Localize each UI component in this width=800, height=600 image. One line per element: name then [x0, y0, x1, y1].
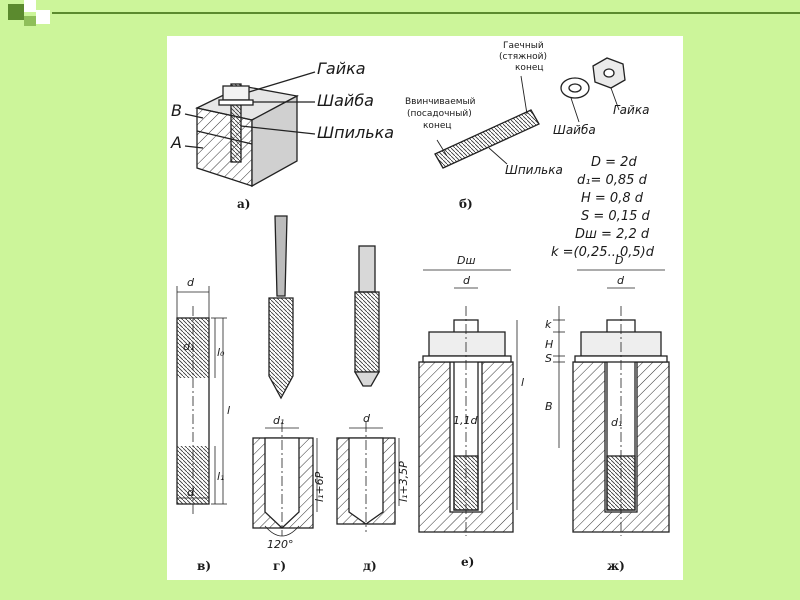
e-washer	[422, 355, 512, 363]
figure-g-drill	[252, 215, 318, 537]
caption-a: а)	[237, 197, 250, 211]
leader-screw-end	[436, 139, 448, 157]
caption-d: д)	[363, 559, 377, 573]
label-a-letter: А	[170, 133, 182, 152]
label-washer-b: Шайба	[553, 123, 596, 137]
nut-b-hole	[603, 68, 615, 78]
figure-zh-joint	[553, 269, 670, 536]
stud-joint-diagram: Гайка Шайба Шпилька В А а) Гаечный (стяж…	[170, 41, 670, 573]
caption-zh: ж)	[607, 559, 625, 573]
drill-flutes	[268, 297, 294, 400]
dim-v-d1: d₁	[183, 340, 194, 353]
label-nut-end-3: конец	[515, 63, 544, 73]
leader-washer-b	[570, 97, 580, 123]
leader-nut-b	[610, 87, 620, 111]
dim-zh-B: B	[545, 400, 553, 413]
dim-v-l: l	[227, 404, 230, 417]
label-screw-end-1: Ввинчиваемый	[405, 97, 476, 107]
plate-front	[196, 107, 253, 187]
dim-g-d1: d₁	[273, 414, 284, 427]
formula-5: Dш = 2,2 d	[575, 227, 650, 242]
deco-line	[52, 12, 800, 14]
deco-square-1	[8, 4, 24, 20]
washer-b-hole	[568, 83, 582, 93]
tap-thread	[354, 291, 380, 373]
leader-stud-b	[488, 147, 508, 165]
plate-joint-line	[196, 130, 253, 145]
dim-zh-H: H	[545, 338, 553, 351]
deco-square-3	[36, 10, 50, 24]
dim-zh-d1: d₁	[611, 416, 622, 429]
leader-stud	[240, 125, 316, 135]
caption-v: в)	[197, 559, 211, 573]
plate-side	[251, 94, 298, 188]
dim-v-d-bottom: d	[187, 486, 195, 499]
slide-decoration	[0, 0, 800, 26]
formula-3: H = 0,8 d	[581, 191, 644, 206]
drill-shank	[274, 215, 288, 297]
caption-b: б)	[459, 197, 473, 211]
label-stud-a: Шпилька	[317, 123, 394, 142]
leader-nut	[248, 71, 316, 93]
washer-a	[218, 99, 254, 106]
label-stud-b: Шпилька	[505, 163, 563, 177]
formula-4: S = 0,15 d	[581, 209, 650, 224]
figure-d-tap	[336, 245, 400, 532]
label-screw-end-2: (посадочный)	[407, 109, 472, 119]
leader-nut-end	[520, 75, 528, 115]
stud-a	[230, 83, 242, 163]
caption-e: е)	[461, 555, 474, 569]
label-b-letter: В	[171, 101, 182, 120]
leader-a	[184, 145, 204, 149]
nut-a	[222, 85, 250, 101]
label-nut-b: Гайка	[613, 103, 649, 117]
label-screw-end-3: конец	[423, 121, 452, 131]
e-nut	[428, 331, 506, 357]
figure-e-joint	[418, 269, 518, 536]
dim-e-dsh: Dш	[457, 254, 476, 267]
deco-square-4	[24, 16, 36, 26]
formula-1: D = 2d	[591, 155, 637, 170]
label-nut-end-1: Гаечный	[503, 41, 544, 51]
formula-6: k =(0,25...0,5)d	[551, 245, 655, 260]
label-nut-a: Гайка	[317, 59, 366, 78]
dim-zh-D: D	[615, 254, 623, 267]
dim-d-depth: l₁+3,5P	[397, 461, 410, 502]
leader-b	[184, 113, 204, 119]
figure-v-stud	[176, 286, 227, 516]
dim-e-11d: 1,1d	[453, 414, 478, 427]
angle-arc	[264, 525, 300, 537]
tap-shank	[358, 245, 376, 293]
label-nut-end-2: (стяжной)	[499, 52, 547, 62]
drawing-canvas: Гайка Шайба Шпилька В А а) Гаечный (стяж…	[167, 36, 683, 580]
dim-zh-S: S	[545, 352, 552, 365]
dim-v-l1: l₁	[217, 470, 224, 483]
dim-g-depth: l₁+6P	[313, 471, 326, 502]
dim-zh-k: k	[545, 318, 552, 331]
dim-v-d-top: d	[187, 276, 195, 289]
formula-2: d₁= 0,85 d	[577, 173, 648, 188]
stud-b	[434, 109, 540, 169]
label-washer-a: Шайба	[317, 91, 374, 110]
dim-e-l: l	[521, 376, 524, 389]
tap-tip	[353, 371, 381, 387]
deco-square-2	[24, 0, 36, 12]
figure-a-section	[184, 71, 316, 188]
dim-zh-d: d	[617, 274, 625, 287]
dim-d-d: d	[363, 412, 371, 425]
dim-e-d: d	[463, 274, 471, 287]
formula-list: D = 2d d₁= 0,85 d H = 0,8 d S = 0,15 d D…	[551, 155, 655, 260]
caption-g: г)	[273, 559, 286, 573]
figure-b-exploded	[434, 57, 626, 169]
dim-v-l0: l₀	[217, 346, 225, 359]
dim-g-angle: 120°	[267, 538, 294, 551]
